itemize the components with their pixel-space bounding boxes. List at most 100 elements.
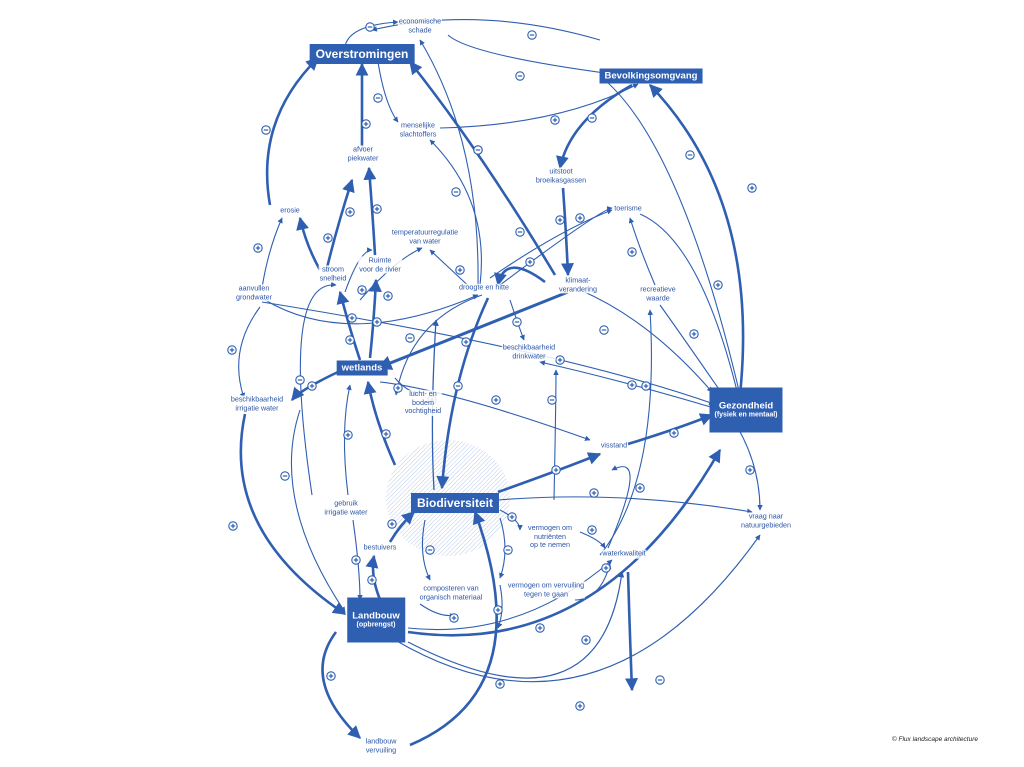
sign-layer [227,22,757,711]
credit-text: © Flux landscape architecture [891,736,978,743]
edge-35 [419,39,479,286]
edge-62 [421,519,431,581]
edge-45 [238,306,261,399]
edge-sign-58 [641,381,651,391]
edge-sign-38 [599,325,609,335]
edge-27 [447,34,613,77]
edge-sign-17 [228,521,238,531]
edge-sign-56 [589,488,599,498]
edge-12 [494,266,546,287]
node-gezondheid: Gezondheid (fysiek en mentaal) [709,387,783,433]
edge-26 [344,19,399,47]
edge-20 [407,448,722,637]
edge-31 [639,213,740,396]
edge-10 [560,187,574,277]
edge-19 [409,510,498,747]
node-landbouw: Landbouw (opbrengst) [347,597,405,643]
edge-58 [599,309,654,556]
edge-sign-60 [507,512,517,522]
edge-sign-43 [383,291,393,301]
edge-sign-16 [307,381,317,391]
edge-sign-66 [601,563,611,573]
edge-sign-28 [550,115,560,125]
edge-1 [265,57,319,206]
node-menselijke-slachtoffers: menselijke slachtoffers [398,120,438,139]
edge-sign-3 [372,204,382,214]
node-uitstoot: uitstoot broeikasgassen [534,166,588,185]
edge-sign-32 [627,247,637,257]
edge-37 [499,206,613,286]
edge-sign-46 [555,355,565,365]
node-vermogen-nutrienten: vermogen om nutriënten op te nemen [527,523,573,550]
node-temperatuurregulatie: temperatuurregulatie van water [390,227,460,246]
edge-sign-45 [227,345,237,355]
edge-sign-26 [365,22,375,32]
edge-sign-21 [367,575,377,585]
edge-sign-27 [515,71,525,81]
node-erosie: erosie [279,205,301,216]
edge-sign-61 [587,525,597,535]
node-gezondheid-title: Gezondheid [718,400,774,412]
edge-sign-4 [323,233,333,243]
edge-sign-25 [527,30,537,40]
node-beschikbaarheid-irrigatie: beschikbaarheid irrigatie water [229,394,285,413]
edge-sign-65 [535,623,545,633]
edge-sign-59 [635,483,645,493]
node-bevolkingsomgvang: Bevolkingsomgvang [599,68,703,84]
edge-11 [376,290,569,370]
node-bestuivers: bestuivers [362,542,398,553]
edge-64 [419,603,456,619]
edge-50 [299,281,337,496]
edge-44 [264,294,479,325]
edge-sign-39 [512,317,522,327]
edge-sign-24 [669,428,679,438]
edge-sign-34 [451,187,461,197]
edge-sign-68 [655,675,665,685]
node-stroomsnelheid: stroom snelheid [318,264,348,283]
node-aanvullen-grondwater: aanvullen grondwater [235,283,273,302]
edge-47 [261,217,283,289]
node-gebruik-irrigatie: gebruik irrigatie water [323,498,369,517]
edge-4 [296,216,322,271]
edge-sign-48 [491,395,501,405]
node-landbouw-vervuiling: landbouw vervuiling [364,736,398,755]
edge-sign-15 [381,429,391,439]
edge-sign-11 [461,337,471,347]
edge-sign-31 [713,280,723,290]
edge-sign-30 [685,150,695,160]
edge-22 [388,511,415,543]
node-lucht-bodem: lucht- en bodem vochtigheid [403,389,443,416]
edge-sign-8 [747,183,757,193]
edge-8 [649,84,745,396]
edge-sign-6 [372,317,382,327]
edge-3 [363,166,377,256]
edge-40 [394,294,483,396]
edge-sign-19 [495,679,505,689]
edge-65 [407,559,613,631]
edge-7 [408,60,557,276]
edge-23 [497,452,602,494]
edge-sign-51 [280,471,290,481]
edge-34 [429,139,482,286]
node-composteren: composteren van organisch materiaal [418,583,484,602]
edge-sign-53 [351,555,361,565]
edge-sign-47 [253,243,263,253]
node-beschikbaarheid-drinkwater: beschikbaarheid drinkwater [501,342,557,361]
edge-sign-57 [745,465,755,475]
edge-sign-67 [575,701,585,711]
node-visstand: visstand [599,440,629,451]
edge-32 [628,217,656,286]
node-vraag-natuurgebieden: vraag naar natuurgebieden [740,511,792,530]
edge-sign-55 [627,380,637,390]
edge-54 [553,369,559,501]
edge-sign-10 [555,215,565,225]
edge-5 [336,290,362,361]
node-wetlands: wetlands [336,360,388,376]
node-biodiversiteit: Biodiversiteit [410,493,500,513]
node-toerisme: toerisme [613,203,643,214]
edge-15 [363,380,397,466]
edge-56 [497,496,753,514]
edge-sign-63 [503,545,513,555]
edge-16 [290,370,339,402]
